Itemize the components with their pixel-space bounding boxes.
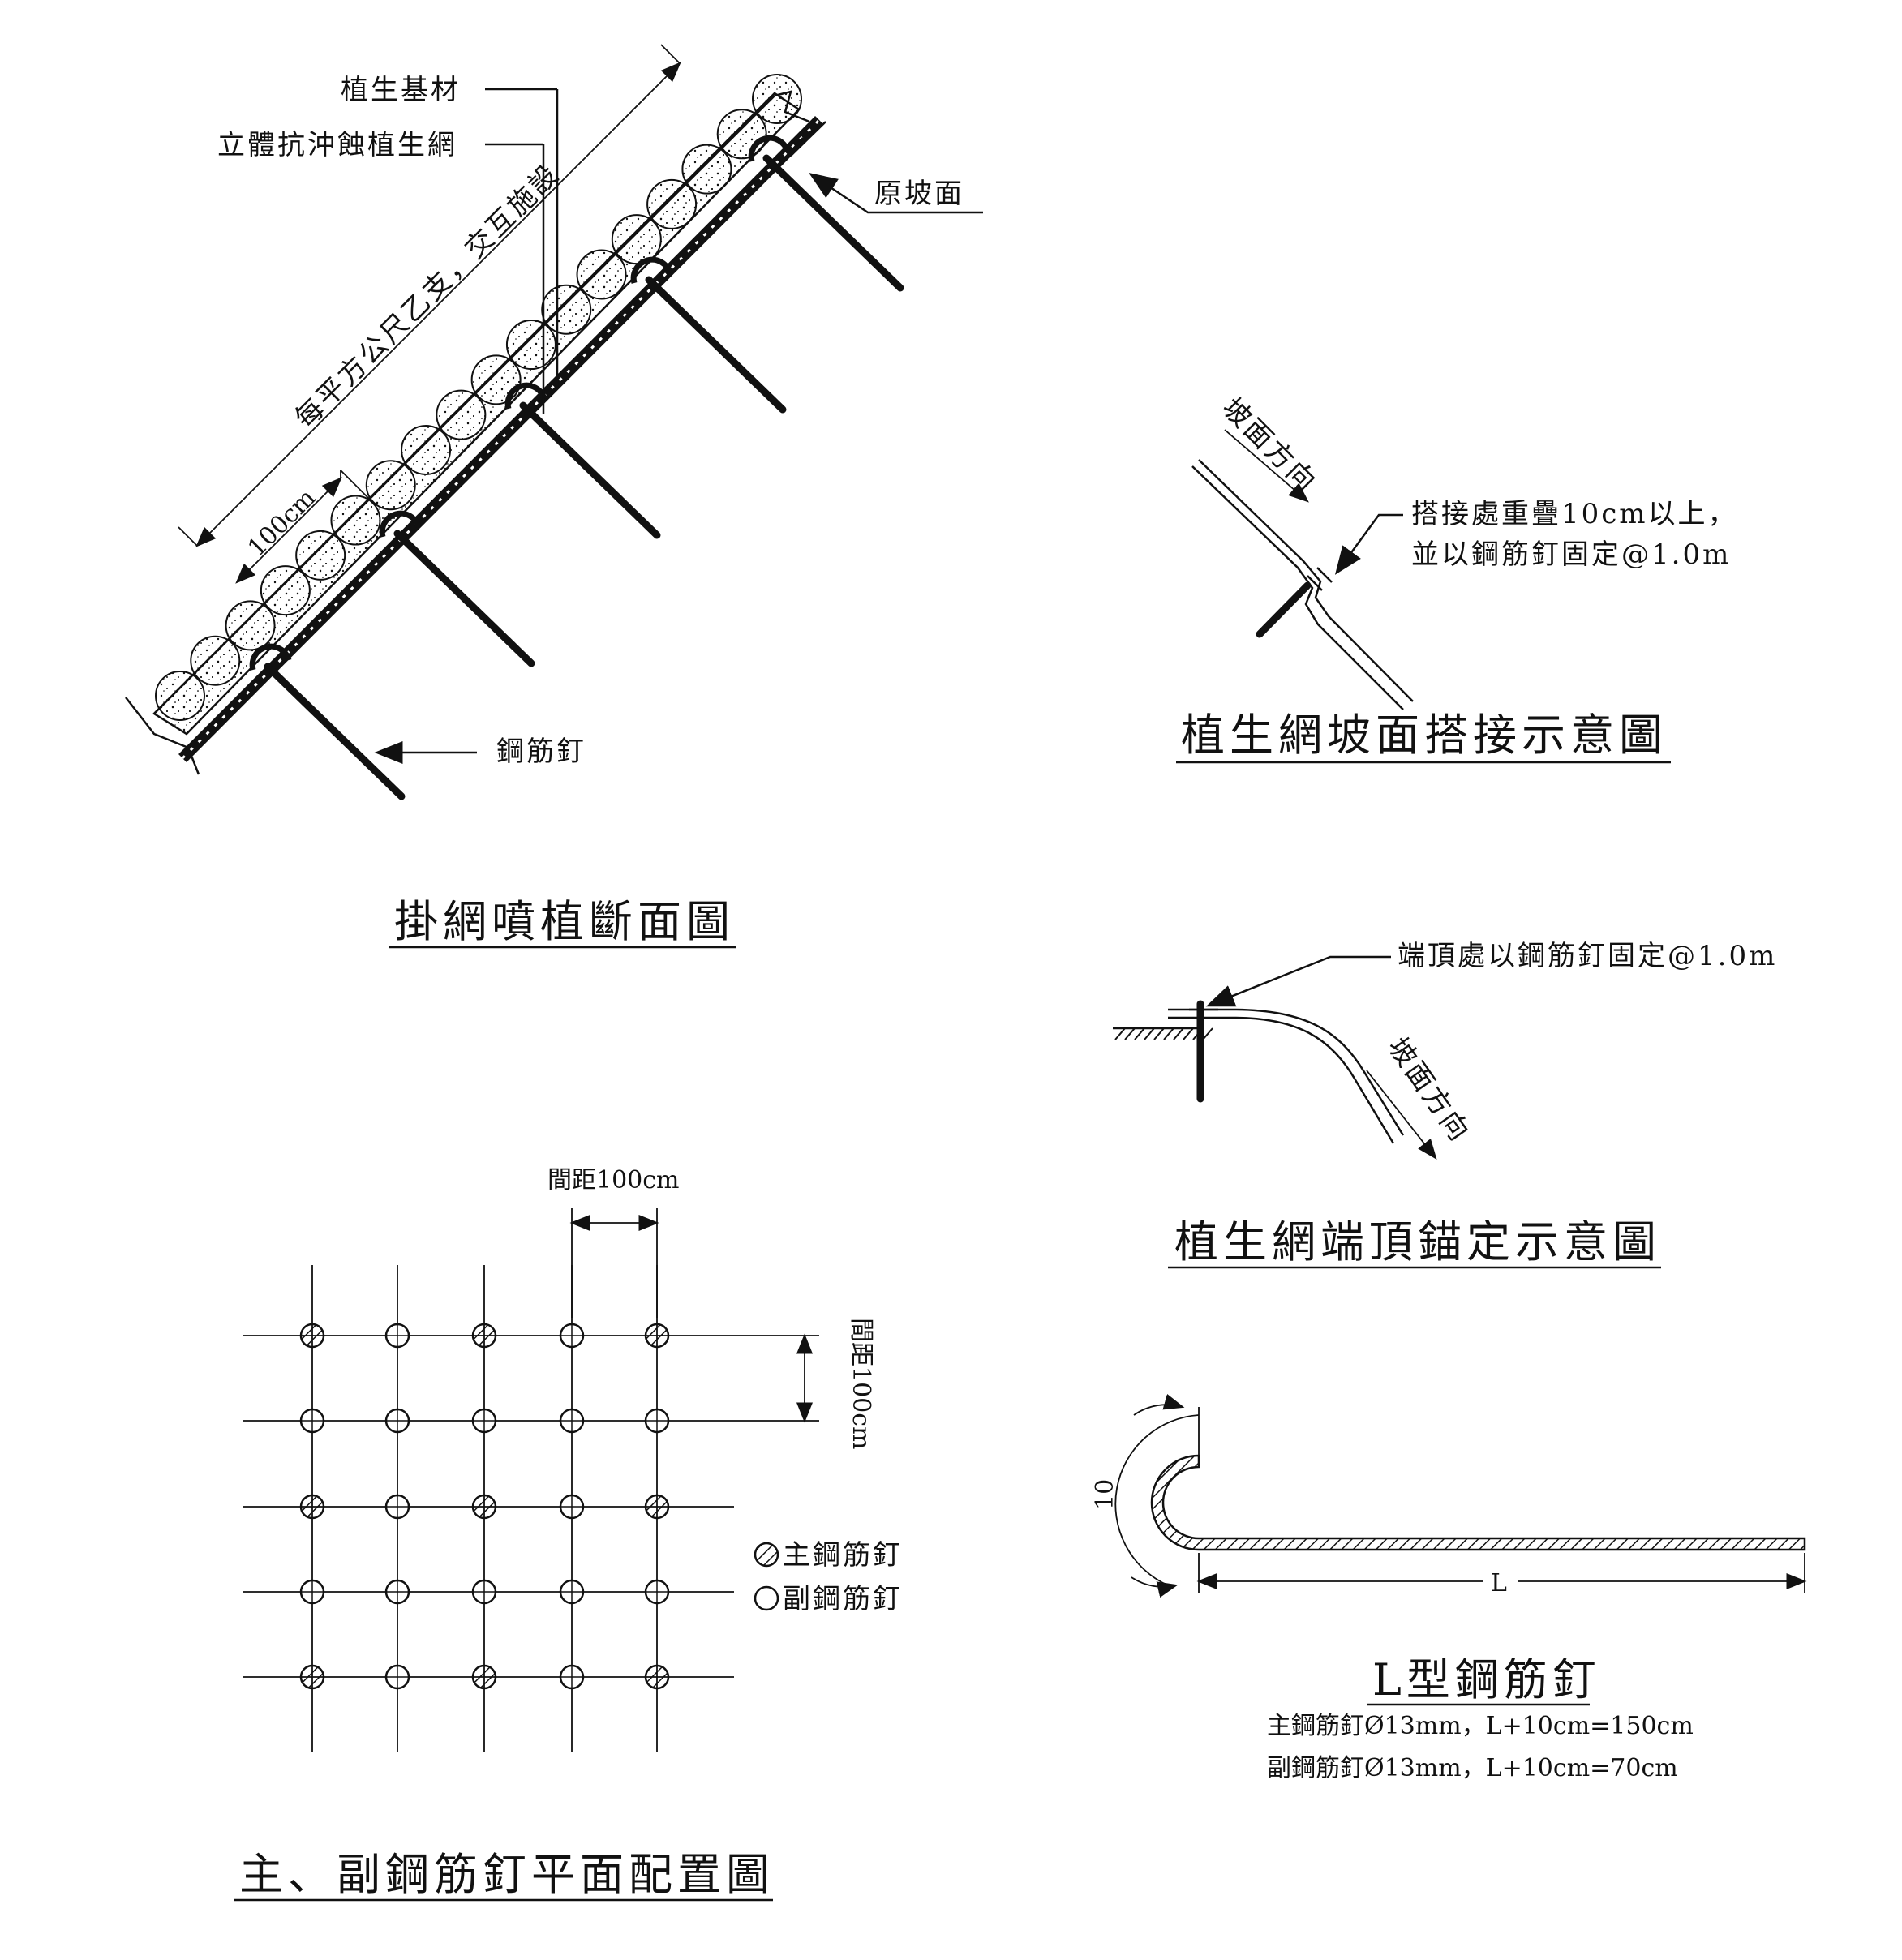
substrate-ball bbox=[225, 600, 276, 651]
substrate-ball bbox=[752, 74, 802, 124]
label-plan-spacing-v: 間距100cm bbox=[847, 1318, 875, 1450]
nail-hook bbox=[748, 135, 791, 162]
label-anchor-direction: 坡面方向 bbox=[1381, 1031, 1477, 1148]
ground-hatch-tick bbox=[1163, 1027, 1174, 1040]
substrate-ball bbox=[260, 565, 311, 616]
main-nail-marker bbox=[299, 1664, 325, 1690]
substrate-ball bbox=[576, 249, 627, 300]
substrate-ball bbox=[716, 109, 767, 160]
main-nail-marker bbox=[644, 1494, 670, 1520]
title-lbar: L型鋼筋釘 bbox=[1372, 1654, 1601, 1705]
ground-hatch-tick bbox=[1202, 1027, 1213, 1040]
substrate-ball bbox=[190, 635, 241, 686]
lap-detail: 坡面方向 搭接處重疊10cm以上， 並以鋼筋釘固定@1.0m 植生網坡面搭接示意… bbox=[1176, 392, 1738, 764]
substrate-balls bbox=[155, 74, 802, 721]
plan-layout: 間距100cm 間距100cm 主鋼筋釘 副鋼筋釘 主、副鋼筋釘平面配置圖 bbox=[234, 1166, 903, 1902]
substrate-ball bbox=[295, 530, 346, 581]
label-lap-note-2: 並以鋼筋釘固定@1.0m bbox=[1411, 538, 1731, 571]
main-nail-marker bbox=[644, 1323, 670, 1349]
title-section: 掛網噴植斷面圖 bbox=[394, 896, 735, 947]
substrate-ball bbox=[436, 389, 487, 440]
ground-hatch-tick bbox=[1124, 1027, 1136, 1040]
label-net: 立體抗沖蝕植生網 bbox=[217, 129, 457, 161]
substrate-ball bbox=[470, 354, 522, 405]
label-lap-direction: 坡面方向 bbox=[1216, 392, 1324, 500]
substrate-ball bbox=[401, 424, 452, 475]
l-bar-detail: 10 L L型鋼筋釘 主鋼筋釘Ø13mm，L+10cm=150cm 副鋼筋釘Ø1… bbox=[1091, 1393, 1807, 1782]
main-nail-marker bbox=[471, 1323, 497, 1349]
rebar-nail bbox=[519, 401, 661, 539]
l-bar-shape bbox=[1150, 1454, 1806, 1551]
label-substrate: 植生基材 bbox=[341, 74, 461, 106]
main-nail-marker bbox=[471, 1494, 497, 1520]
spec-sub: 副鋼筋釘Ø13mm，L+10cm=70cm bbox=[1267, 1754, 1678, 1782]
legend-sub-symbol bbox=[754, 1585, 779, 1611]
legend-main-label: 主鋼筋釘 bbox=[783, 1539, 903, 1572]
rebar-nail bbox=[264, 663, 406, 800]
ground-hatch-tick bbox=[1183, 1027, 1194, 1040]
anchor-detail: 端頂處以鋼筋釘固定@1.0m 坡面方向 植生網端頂錨定示意圖 bbox=[1113, 940, 1777, 1269]
ground-hatch-tick bbox=[1144, 1027, 1155, 1040]
substrate-ball bbox=[155, 671, 205, 721]
title-lap: 植生網坡面搭接示意圖 bbox=[1181, 710, 1668, 761]
substrate-ball bbox=[365, 460, 416, 511]
substrate-ball bbox=[505, 320, 556, 371]
substrate-ball bbox=[611, 214, 662, 265]
main-nail-marker bbox=[299, 1494, 325, 1520]
ground-hatch-tick bbox=[1173, 1027, 1184, 1040]
zigzag-mark bbox=[766, 121, 826, 179]
legend-sub-label: 副鋼筋釘 bbox=[783, 1583, 903, 1615]
rebar-nails bbox=[264, 154, 904, 800]
label-rebar-nail: 鋼筋釘 bbox=[496, 736, 586, 768]
ground-hatch-tick bbox=[1153, 1027, 1165, 1040]
label-plan-spacing-h: 間距100cm bbox=[547, 1166, 680, 1194]
section-view: 植生基材 立體抗沖蝕植生網 原坡面 每平方公尺乙支，交互施設 100cm 鋼筋釘… bbox=[125, 44, 983, 949]
rebar-nail bbox=[762, 154, 904, 292]
spec-main: 主鋼筋釘Ø13mm，L+10cm=150cm bbox=[1267, 1712, 1694, 1740]
rebar-nail bbox=[645, 276, 787, 414]
label-per-sqm: 每平方公尺乙支，交互施設 bbox=[289, 157, 566, 435]
substrate-ball bbox=[541, 284, 592, 335]
title-anchor: 植生網端頂錨定示意圖 bbox=[1174, 1216, 1661, 1267]
title-plan: 主、副鋼筋釘平面配置圖 bbox=[239, 1849, 775, 1900]
label-lap-note-1: 搭接處重疊10cm以上， bbox=[1411, 498, 1738, 530]
main-nail-marker bbox=[299, 1323, 325, 1349]
nail-hook bbox=[249, 643, 292, 671]
substrate-ball bbox=[681, 144, 732, 195]
plan-grid bbox=[243, 1265, 734, 1752]
rebar-nail bbox=[393, 530, 535, 667]
main-nail-marker bbox=[644, 1664, 670, 1690]
label-orig-slope: 原坡面 bbox=[874, 178, 964, 210]
main-nail-marker bbox=[471, 1664, 497, 1690]
label-anchor-note: 端頂處以鋼筋釘固定@1.0m bbox=[1398, 940, 1777, 972]
substrate-ball bbox=[646, 178, 698, 229]
ground-hatch-tick bbox=[1134, 1027, 1145, 1040]
label-dim-length: L bbox=[1491, 1569, 1507, 1598]
label-dim-hook: 10 bbox=[1091, 1479, 1119, 1510]
legend-main-symbol bbox=[754, 1542, 779, 1568]
ground-hatch-tick bbox=[1114, 1027, 1126, 1040]
